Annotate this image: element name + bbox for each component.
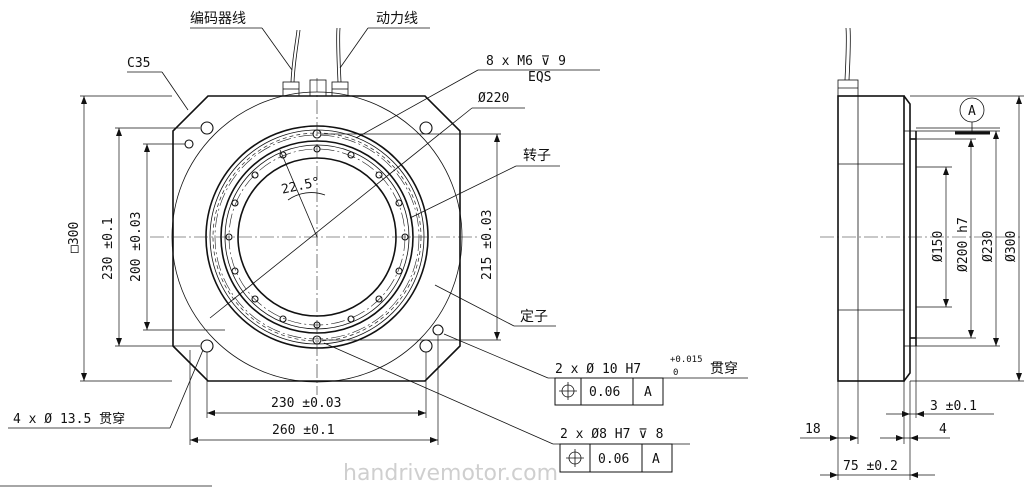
pin-hole-8-label: 2 x Ø8 H7 ⊽ 8 — [560, 427, 663, 442]
encoder-cable-label: 编码器线 — [190, 11, 246, 27]
side-body — [837, 95, 905, 382]
dimension-230-horizontal: 230 ±0.03 — [271, 396, 341, 411]
power-cable-label: 动力线 — [376, 11, 418, 27]
through-holes-label: 4 x Ø 13.5 贯穿 — [13, 411, 125, 427]
feature-control-frame-2: 0.06 A — [559, 443, 673, 473]
front-view: 编码器线 动力线 C35 8 x M6 ⊽ 9 EQS Ø220 转子 定子 2… — [8, 11, 748, 473]
diameter-150-label: Ø150 — [931, 231, 946, 262]
dimension-230-vertical: 230 ±0.1 — [101, 217, 116, 280]
dimension-260-horizontal: 260 ±0.1 — [272, 423, 335, 438]
dimension-4-label: 4 — [939, 422, 947, 437]
tolerance-subscript: 0 — [673, 368, 678, 378]
datum-a-label: A — [968, 104, 976, 119]
through-label: 贯穿 — [710, 361, 738, 377]
thread-spec-label: 8 x M6 ⊽ 9 — [486, 54, 566, 69]
eqs-label: EQS — [528, 70, 551, 85]
diameter-220-label: Ø220 — [478, 91, 509, 106]
watermark: handrivemotor.com — [343, 461, 558, 486]
stator-label: 定子 — [520, 309, 548, 325]
pin-hole-10-label: 2 x Ø 10 H7 — [555, 362, 641, 377]
dimension-3-label: 3 ±0.1 — [930, 399, 977, 414]
fcf-value-1: 0.06 — [589, 385, 620, 400]
chamfer-label: C35 — [127, 56, 150, 71]
fcf-datum-2: A — [652, 452, 660, 467]
dimension-200-vertical: 200 ±0.03 — [129, 212, 144, 282]
square-300-label: □300 — [67, 222, 82, 253]
side-view: A Ø150 Ø200 h7 Ø230 Ø300 — [800, 27, 1024, 480]
cable-glands — [282, 27, 349, 97]
dimension-18-label: 18 — [805, 422, 821, 437]
rotor-bolt-holes — [225, 145, 409, 329]
fcf-datum-1: A — [644, 385, 652, 400]
rotor-label: 转子 — [523, 148, 551, 164]
dimension-75-label: 75 ±0.2 — [843, 459, 898, 474]
feature-control-frame-1: 0.06 A — [554, 377, 664, 406]
housing-outline — [172, 95, 461, 382]
fcf-value-2: 0.06 — [598, 452, 629, 467]
diameter-200-label: Ø200 h7 — [956, 217, 971, 272]
diameter-230-label: Ø230 — [981, 231, 996, 262]
diameter-300-label: Ø300 — [1004, 231, 1019, 262]
dimension-215-vertical: 215 ±0.03 — [480, 210, 495, 280]
tolerance-superscript: +0.015 — [670, 355, 703, 365]
